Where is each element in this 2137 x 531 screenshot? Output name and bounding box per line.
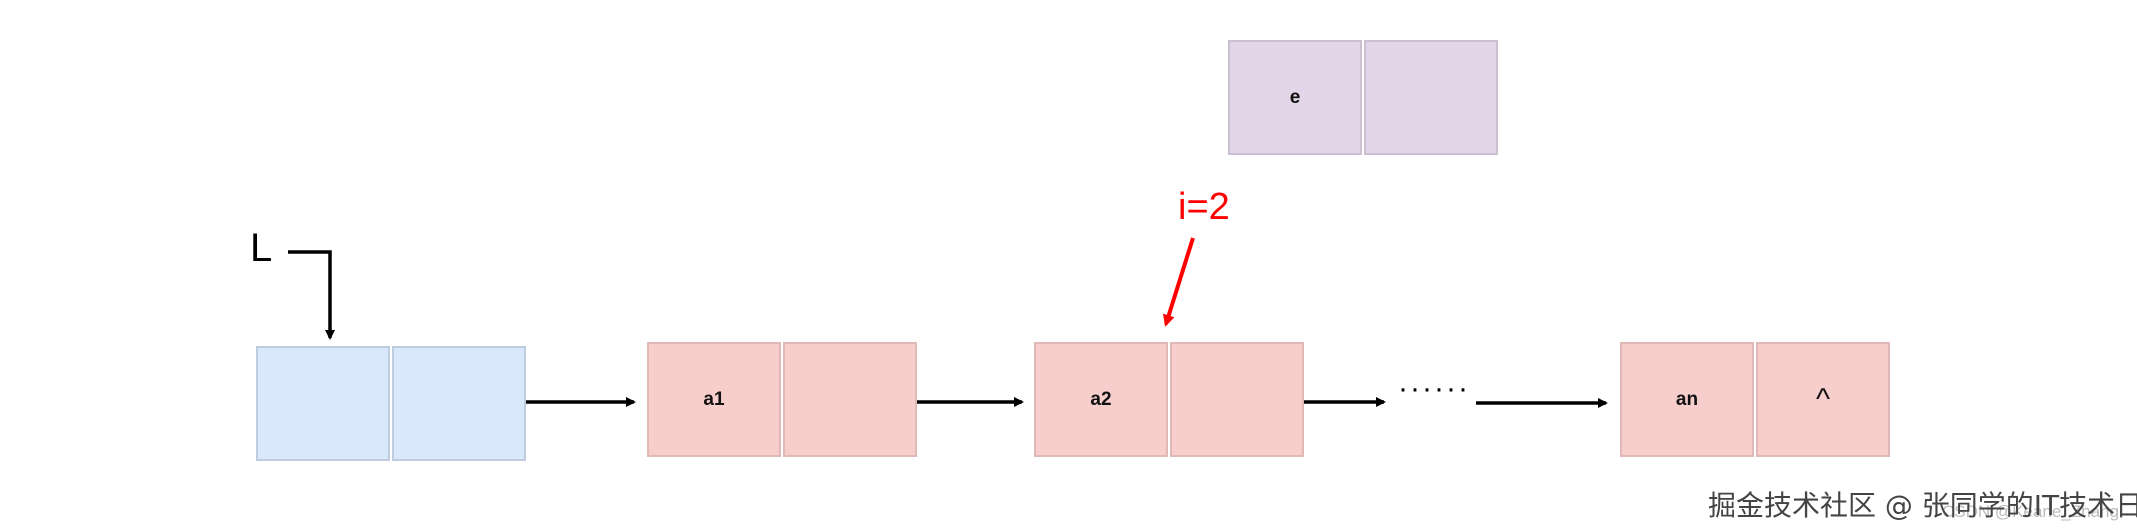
ellipsis: ······ [1398,372,1470,405]
head-pointer-label: L [250,226,273,270]
node-an: an ^ [1620,342,1890,457]
node-e-data: e [1228,40,1362,155]
index-arrow [1162,237,1195,327]
node-a2-next [1170,342,1304,457]
node-a1: a1 [647,342,917,457]
node-an-data: an [1620,342,1754,457]
node-e-next [1364,40,1498,155]
node-a1-data: a1 [647,342,781,457]
head-node-next [392,346,526,461]
node-a2-data: a2 [1034,342,1168,457]
node-an-next-null: ^ [1756,342,1890,457]
node-a1-next [783,342,917,457]
head-node [256,346,526,461]
head-pointer-arrow [288,250,335,340]
watermark-faint: CSDN @Keane_Zhang [1942,502,2119,521]
index-label: i=2 [1178,186,1230,228]
new-node-e: e [1228,40,1498,155]
node-a2: a2 [1034,342,1304,457]
watermark: 掘金技术社区 @ 张同学的IT技术日记 [1708,489,2137,522]
head-node-data [256,346,390,461]
